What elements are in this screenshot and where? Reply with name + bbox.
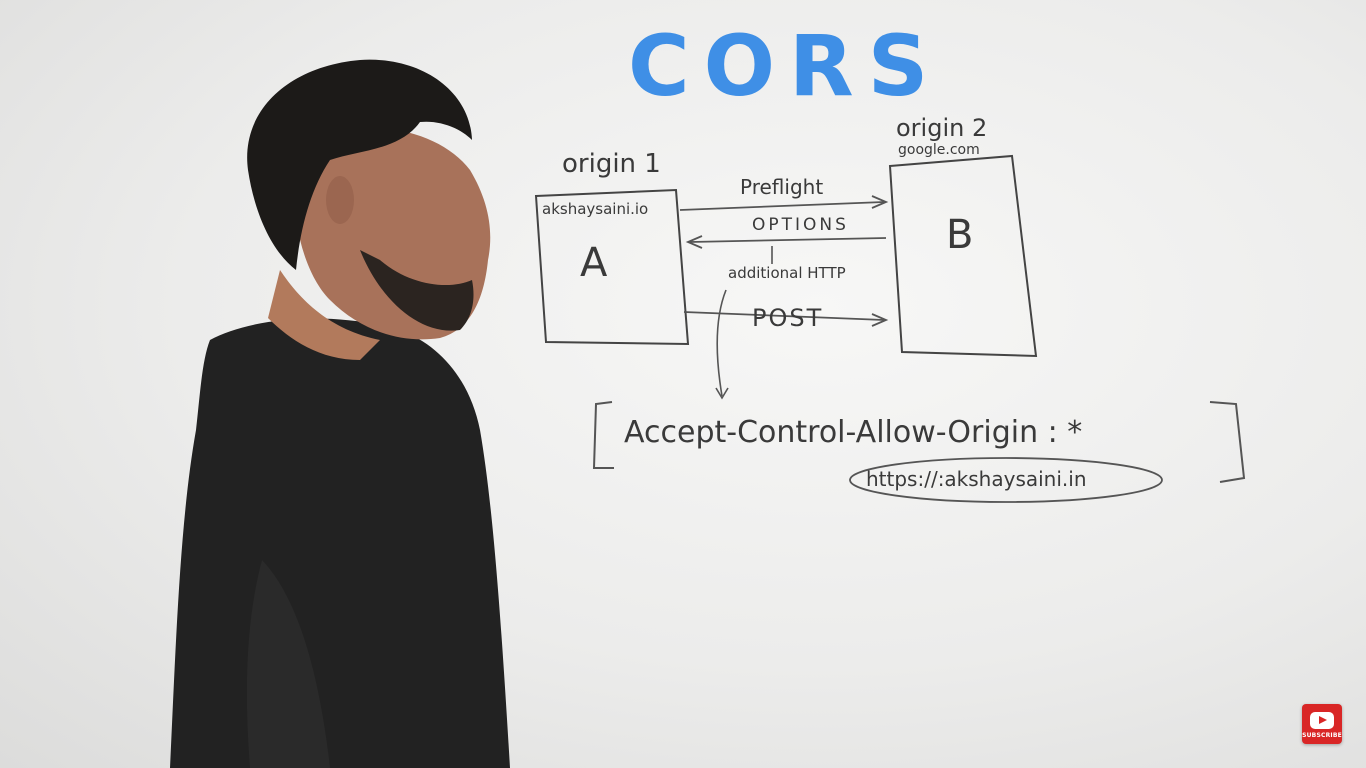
left-bracket: [592, 401, 614, 469]
header-pointer-head: [715, 387, 729, 400]
post-arrow: [683, 311, 885, 321]
origin2-label: origin 2: [896, 114, 987, 142]
preflight-arrowhead: [871, 195, 889, 209]
origin1-label: origin 1: [562, 149, 661, 179]
subscribe-label: SUBSCRIBE: [1302, 731, 1342, 739]
youtube-play-icon: [1310, 711, 1334, 729]
header-text: Accept-Control-Allow-Origin : *: [624, 415, 1082, 450]
header-value-circle: [849, 457, 1163, 503]
options-arrow: [689, 237, 887, 243]
origin1-domain: akshaysaini.io: [542, 200, 648, 218]
whiteboard-title: CORS: [628, 17, 943, 115]
header-value: https://:akshaysaini.in: [866, 467, 1087, 491]
post-label: POST: [752, 304, 823, 332]
preflight-arrow: [679, 201, 885, 211]
right-bracket: [1209, 401, 1246, 483]
box-a-outline: [534, 188, 690, 346]
origin2-domain: google.com: [898, 142, 980, 158]
additional-label: additional HTTP: [728, 264, 846, 282]
box-b-label: B: [946, 212, 973, 258]
options-label: OPTIONS: [752, 215, 849, 235]
options-arrowhead: [685, 235, 703, 249]
header-pointer: [716, 289, 727, 397]
post-arrowhead: [871, 313, 889, 327]
preflight-label: Preflight: [740, 175, 823, 199]
box-b-outline: [888, 154, 1038, 358]
subscribe-button[interactable]: SUBSCRIBE: [1302, 704, 1342, 744]
box-a-label: A: [580, 240, 608, 286]
